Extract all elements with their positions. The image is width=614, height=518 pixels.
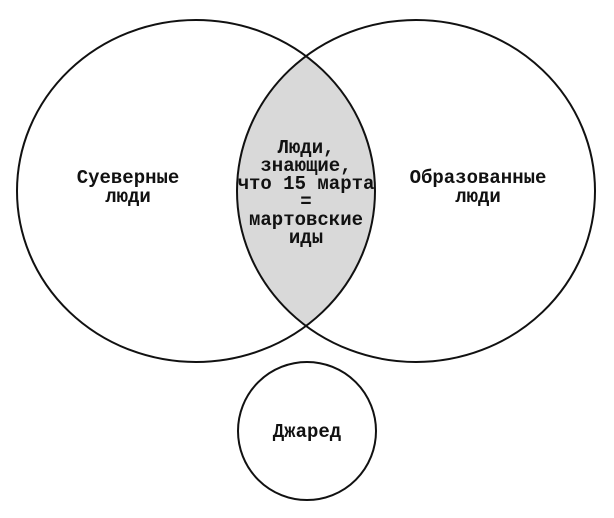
bottom-circle-label: Джаред: [273, 421, 341, 443]
intersection-label-line: Люди,: [277, 137, 334, 159]
intersection-label-line: мартовские: [249, 209, 363, 231]
intersection-label-line: знающие,: [260, 155, 351, 177]
right-circle-label-line: люди: [455, 186, 501, 208]
intersection-label-line: что 15 марта: [238, 173, 375, 195]
intersection-label-line: иды: [289, 227, 323, 249]
right-circle-label-line: Образованные: [410, 167, 547, 189]
intersection-region: [237, 20, 375, 362]
left-circle-outline: [16, 19, 376, 363]
bottom-circle-outline: [237, 361, 377, 501]
right-circle-outline: [236, 19, 596, 363]
left-circle-label-line: люди: [105, 186, 151, 208]
intersection-label-line: =: [300, 191, 311, 213]
left-circle-label-line: Суеверные: [77, 167, 180, 189]
